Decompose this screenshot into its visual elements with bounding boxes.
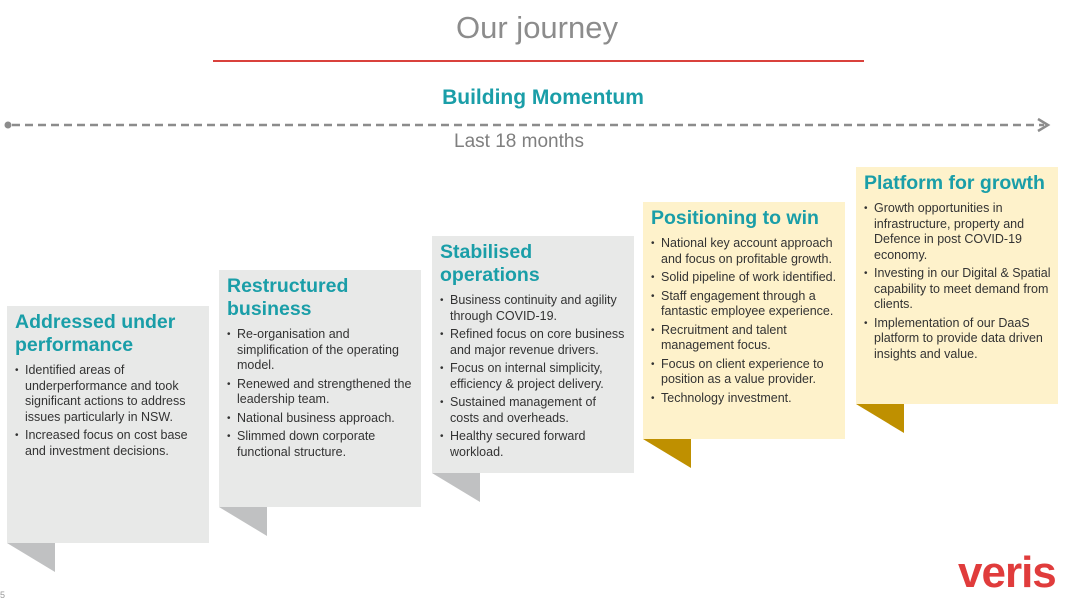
- stage-heading: Platform for growth: [864, 172, 1045, 194]
- period-label: Last 18 months: [454, 131, 584, 152]
- stage-bullet: Re-organisation and simplification of th…: [227, 327, 415, 374]
- card-tab-icon: [432, 473, 480, 502]
- stage-bullet: Increased focus on cost base and investm…: [15, 428, 203, 459]
- veris-logo: veris: [958, 548, 1057, 597]
- stage-card: Restructured businessRe-organisation and…: [219, 270, 421, 507]
- stage-bullets: National key account approach and focus …: [651, 236, 839, 406]
- stage-card: Stabilised operationsBusiness continuity…: [432, 236, 634, 473]
- stage-bullet: Investing in our Digital & Spatial capab…: [864, 266, 1052, 313]
- stage-heading: Addressed under performance: [15, 311, 176, 356]
- stage-bullet: Solid pipeline of work identified.: [651, 270, 839, 286]
- timeline-arrow-icon: [4, 117, 1051, 133]
- stage-bullet: Technology investment.: [651, 391, 839, 407]
- title-underline: [213, 60, 864, 62]
- stage-bullet: Staff engagement through a fantastic emp…: [651, 289, 839, 320]
- card-tab-icon: [7, 543, 55, 572]
- stage-card: Positioning to winNational key account a…: [643, 202, 845, 439]
- subtitle: Building Momentum: [442, 86, 644, 109]
- stage-bullet: Healthy secured forward workload.: [440, 429, 628, 460]
- card-tab-icon: [219, 507, 267, 536]
- stage-card: Addressed under performanceIdentified ar…: [7, 306, 209, 543]
- stage-bullets: Re-organisation and simplification of th…: [227, 327, 415, 460]
- stage-bullets: Growth opportunities in infrastructure, …: [864, 201, 1052, 362]
- stage-bullet: Slimmed down corporate functional struct…: [227, 429, 415, 460]
- page-number: 5: [0, 590, 6, 600]
- stage-bullet: Focus on internal simplicity, efficiency…: [440, 361, 628, 392]
- stage-bullets: Business continuity and agility through …: [440, 293, 628, 460]
- stage-bullet: Refined focus on core business and major…: [440, 327, 628, 358]
- stage-bullet: Sustained management of costs and overhe…: [440, 395, 628, 426]
- stage-bullet: National business approach.: [227, 411, 415, 427]
- stage-heading: Positioning to win: [651, 207, 819, 229]
- stage-bullet: National key account approach and focus …: [651, 236, 839, 267]
- stage-bullet: Implementation of our DaaS platform to p…: [864, 316, 1052, 363]
- stage-heading: Stabilised operations: [440, 241, 540, 286]
- stage-bullets: Identified areas of underperformance and…: [15, 363, 203, 459]
- stage-bullet: Business continuity and agility through …: [440, 293, 628, 324]
- stage-card: Platform for growthGrowth opportunities …: [856, 167, 1058, 404]
- stage-bullet: Focus on client experience to position a…: [651, 357, 839, 388]
- card-tab-icon: [856, 404, 904, 433]
- stage-bullet: Recruitment and talent management focus.: [651, 323, 839, 354]
- slide-title: Our journey: [456, 10, 618, 45]
- stage-bullet: Identified areas of underperformance and…: [15, 363, 203, 425]
- card-tab-icon: [643, 439, 691, 468]
- stage-bullet: Growth opportunities in infrastructure, …: [864, 201, 1052, 263]
- stage-heading: Restructured business: [227, 275, 349, 320]
- stage-bullet: Renewed and strengthened the leadership …: [227, 377, 415, 408]
